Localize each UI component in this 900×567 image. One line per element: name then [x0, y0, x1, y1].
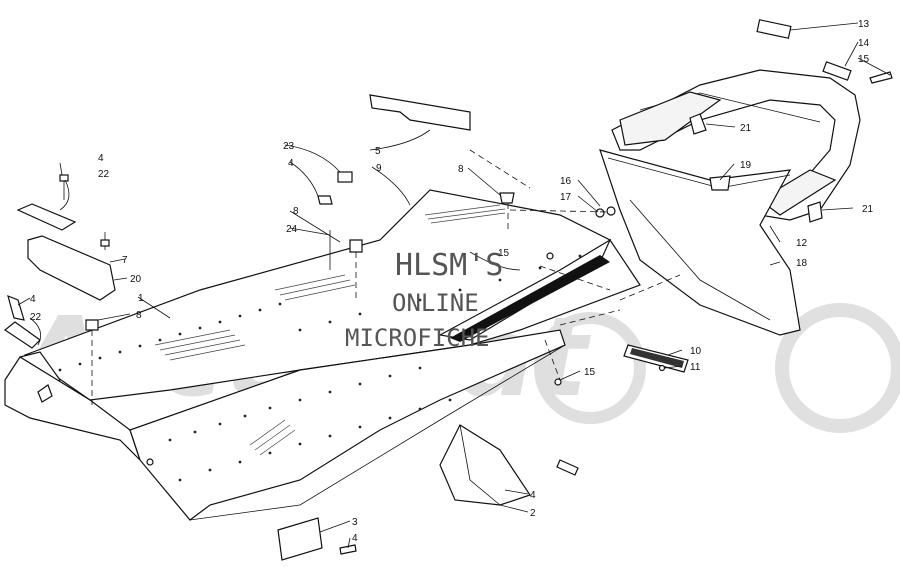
snow-flap-part [599, 149, 801, 336]
callout-21b: 21 [862, 204, 874, 215]
callout-4e: 4 [352, 533, 358, 544]
callout-4c: 4 [30, 294, 36, 305]
callout-24: 24 [286, 224, 298, 235]
tunnel-texture-hatching [154, 204, 506, 456]
callout-9: 9 [376, 163, 382, 174]
callout-4d: 4 [530, 490, 536, 501]
callout-14: 14 [858, 38, 870, 49]
callout-23: 23 [283, 141, 295, 152]
left-small-parts [3, 174, 116, 405]
license-plate-part [277, 517, 323, 561]
callout-4b: 4 [288, 158, 294, 169]
callout-19: 19 [740, 160, 752, 171]
rear-cover-plate [438, 238, 612, 342]
callout-15a: 15 [858, 54, 870, 65]
callout-18: 18 [796, 258, 808, 269]
tunnel-rivet-holes [58, 254, 582, 482]
callout-7: 7 [122, 255, 128, 266]
callout-11: 11 [690, 362, 701, 373]
callout-8b: 8 [293, 206, 299, 217]
projection-lines [469, 149, 681, 381]
callout-3: 3 [352, 517, 358, 528]
callout-5: 5 [375, 146, 381, 157]
tunnel-part [4, 189, 641, 521]
bracket-parts [595, 113, 823, 223]
callout-17: 17 [560, 192, 572, 203]
hitch-bracket-part [439, 424, 531, 506]
misc-fasteners [339, 252, 666, 555]
callout-8a: 8 [458, 164, 464, 175]
callout-22b: 22 [30, 312, 42, 323]
callout-10: 10 [690, 346, 702, 357]
watermark-line-2: ONLINE [392, 289, 479, 317]
watermark-line-1: HLSM'S [395, 248, 503, 283]
callout-4a: 4 [98, 153, 104, 164]
center-fasteners [317, 171, 515, 300]
callout-20: 20 [130, 274, 142, 285]
text-watermark: HLSM'S ONLINE MICROFICHE [345, 248, 503, 352]
callout-16: 16 [560, 176, 572, 187]
callout-1: 1 [138, 293, 144, 304]
mount-plate-part [369, 94, 471, 131]
callout-12: 12 [796, 238, 808, 249]
callout-2: 2 [530, 508, 536, 519]
callout-8c: 8 [136, 310, 142, 321]
callout-22a: 22 [98, 169, 110, 180]
reflector-part [623, 344, 689, 373]
callout-13: 13 [858, 19, 870, 30]
callout-15c: 15 [584, 367, 596, 378]
callout-21a: 21 [740, 123, 752, 134]
callout-15b: 15 [498, 248, 510, 259]
watermark-line-3: MICROFICHE [345, 324, 490, 352]
rear-bumper-part [611, 19, 893, 221]
callout-labels: 1 2 3 4 4 4 4 4 5 7 8 8 8 9 10 11 12 13 … [30, 19, 874, 544]
leader-lines [17, 22, 891, 549]
